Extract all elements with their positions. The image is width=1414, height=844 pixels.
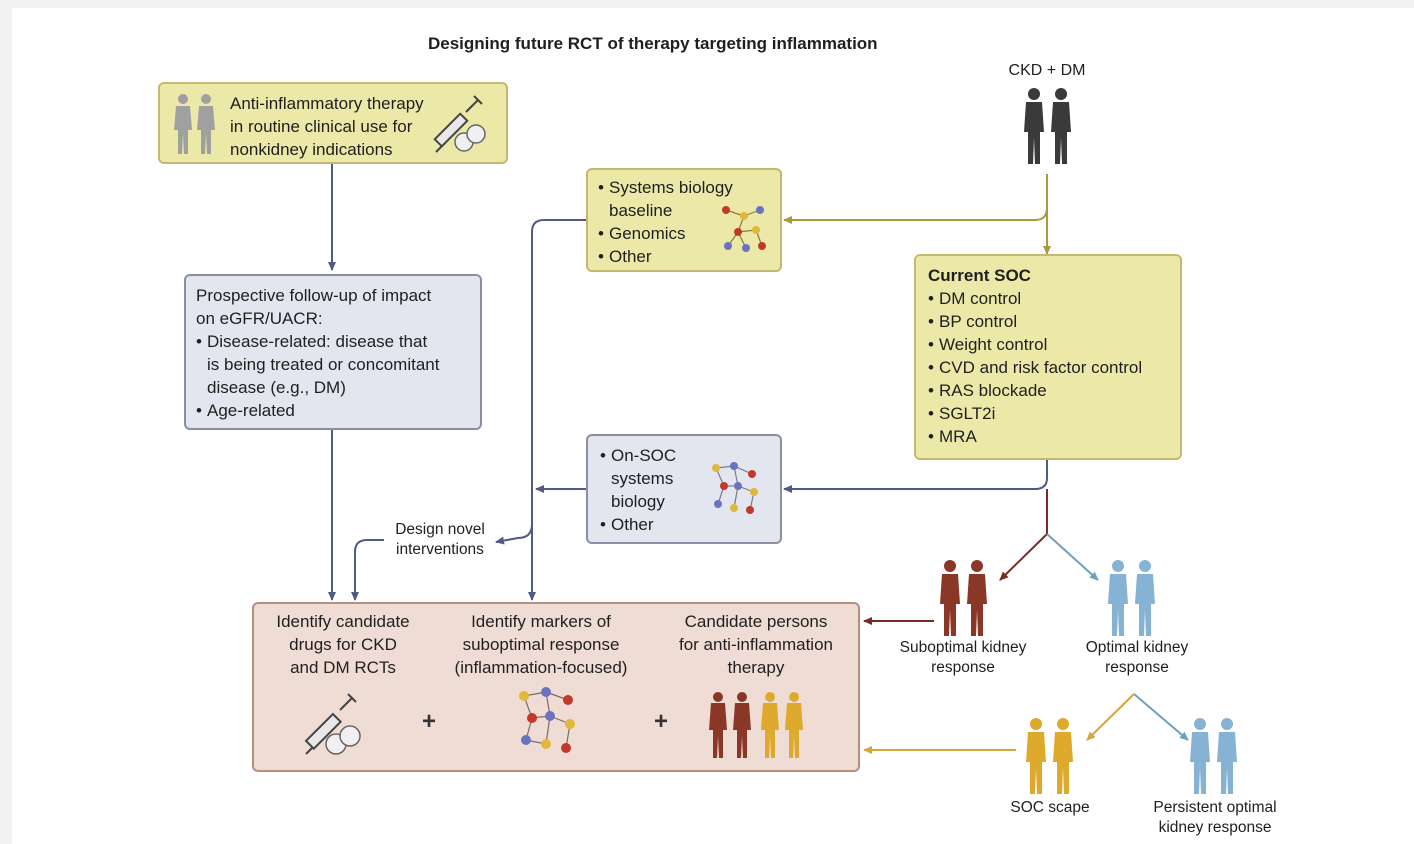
outcome-col-line: drugs for CKD (289, 635, 397, 654)
followup-list: Disease-related: disease that is being t… (196, 330, 480, 422)
network-icon (510, 682, 586, 770)
soc-item: CVD and risk factor control (928, 356, 1180, 379)
outcome-col-line: and DM RCTs (290, 658, 396, 677)
suboptimal-line: Suboptimal kidney (899, 639, 1027, 656)
outcome-col-line: therapy (727, 658, 785, 677)
followup-intro-line: Prospective follow-up of impact (196, 286, 432, 305)
connector-layer (328, 164, 1189, 754)
anti-inflammatory-text: Anti-inflammatory therapy in routine cli… (230, 92, 470, 161)
baseline-list: Systems biology baseline Genomics Other (598, 176, 780, 268)
baseline-item-line: Systems biology (609, 178, 733, 197)
syringe-pills-icon (302, 688, 372, 764)
outcome-col-drugs: Identify candidate drugs for CKD and DM … (258, 610, 428, 679)
people-icon-dark (1020, 86, 1076, 171)
persistent-line: Persistent optimal (1153, 799, 1277, 816)
outcome-col-candidates: Candidate persons for anti-inflammation … (658, 610, 854, 679)
prospective-followup-box: Prospective follow-up of impact on eGFR/… (184, 274, 482, 430)
persistent-label: Persistent optimal kidney response (1140, 798, 1290, 838)
followup-item-line: is being treated or concomitant (207, 355, 440, 374)
diagram-title: Designing future RCT of therapy targetin… (428, 34, 878, 53)
anti-inflammatory-box: Anti-inflammatory therapy in routine cli… (158, 82, 508, 164)
soc-item: RAS blockade (928, 379, 1180, 402)
suboptimal-line: response (931, 659, 995, 676)
on-soc-item-other: Other (600, 513, 780, 536)
people-icon-blue (1186, 716, 1242, 801)
network-icon (716, 200, 772, 262)
soc-escape-label: SOC scape (996, 798, 1104, 818)
arrow-design-to-outcome (351, 539, 384, 601)
arrow-to-persistent (1133, 693, 1189, 741)
current-soc-list: DM control BP control Weight control CVD… (928, 287, 1180, 448)
arrow-to-suboptimal (999, 533, 1048, 581)
anti-line-2: in routine clinical use for (230, 117, 413, 136)
population-label: CKD + DM (1008, 62, 1086, 79)
current-soc-box: Current SOC DM control BP control Weight… (914, 254, 1182, 460)
people-icon-gold (1022, 716, 1078, 801)
persistent-line: kidney response (1158, 819, 1272, 836)
followup-item-line: disease (e.g., DM) (207, 378, 346, 397)
followup-intro-line: on eGFR/UACR: (196, 309, 323, 328)
on-soc-item-systems: On-SOC systems biology (600, 444, 780, 513)
baseline-item-line: baseline (609, 201, 673, 220)
anti-line-1: Anti-inflammatory therapy (230, 94, 424, 113)
design-novel-line: interventions (396, 541, 484, 558)
arrow-soc-to-onsoc (783, 460, 1048, 493)
arrow-to-design-label (495, 523, 533, 545)
arrow-baseline-to-outcome (528, 219, 586, 601)
people-icon-gray (170, 92, 220, 162)
outcome-col-line: (inflammation-focused) (454, 658, 628, 677)
anti-line-3: nonkidney indications (230, 140, 393, 159)
followup-item-disease: Disease-related: disease that is being t… (196, 330, 480, 399)
arrow-population-to-baseline (783, 174, 1048, 224)
soc-item: SGLT2i (928, 402, 1180, 425)
soc-item: DM control (928, 287, 1180, 310)
design-novel-line: Design novel (395, 521, 485, 538)
optimal-line: response (1105, 659, 1169, 676)
plus-sign: + (422, 708, 437, 735)
on-soc-line: On-SOC (611, 446, 677, 465)
soc-escape-line: SOC scape (1010, 799, 1090, 816)
current-soc-heading: Current SOC (928, 266, 1031, 285)
outcome-col-line: Candidate persons (684, 612, 828, 631)
baseline-item-other: Other (598, 245, 780, 268)
baseline-item-systems: Systems biology baseline (598, 176, 780, 222)
soc-item: MRA (928, 425, 1180, 448)
on-soc-line: systems (611, 469, 674, 488)
outcome-col-markers: Identify markers of suboptimal response … (436, 610, 646, 679)
people-icon-red (936, 558, 992, 643)
people-icon-mixed (706, 690, 810, 766)
outcome-col-line: suboptimal response (462, 635, 620, 654)
outcome-col-line: for anti-inflammation (678, 635, 833, 654)
plus-sign: + (654, 708, 669, 735)
baseline-item-genomics: Genomics (598, 222, 780, 245)
on-soc-line: biology (611, 492, 665, 511)
arrow-to-soc-escape (1086, 693, 1135, 741)
systems-biology-baseline-box: Systems biology baseline Genomics Other (586, 168, 782, 272)
outcome-col-line: Identify markers of (471, 612, 611, 631)
arrow-to-optimal (1046, 533, 1099, 581)
people-icon-blue (1104, 558, 1160, 643)
followup-item-age: Age-related (196, 399, 480, 422)
optimal-line: Optimal kidney (1085, 639, 1189, 656)
network-icon (704, 456, 766, 528)
design-novel-label: Design novel interventions (384, 520, 496, 560)
outcome-box: Identify candidate drugs for CKD and DM … (252, 602, 860, 772)
on-soc-list: On-SOC systems biology Other (600, 444, 780, 536)
soc-item: BP control (928, 310, 1180, 333)
on-soc-box: On-SOC systems biology Other (586, 434, 782, 544)
followup-item-line: Disease-related: disease that (207, 332, 428, 351)
syringe-pills-icon (432, 90, 496, 164)
outcome-col-line: Identify candidate (276, 612, 410, 631)
diagram-canvas: Designing future RCT of therapy targetin… (12, 8, 1414, 844)
suboptimal-label: Suboptimal kidney response (888, 638, 1038, 678)
soc-item: Weight control (928, 333, 1180, 356)
optimal-label: Optimal kidney response (1070, 638, 1204, 678)
